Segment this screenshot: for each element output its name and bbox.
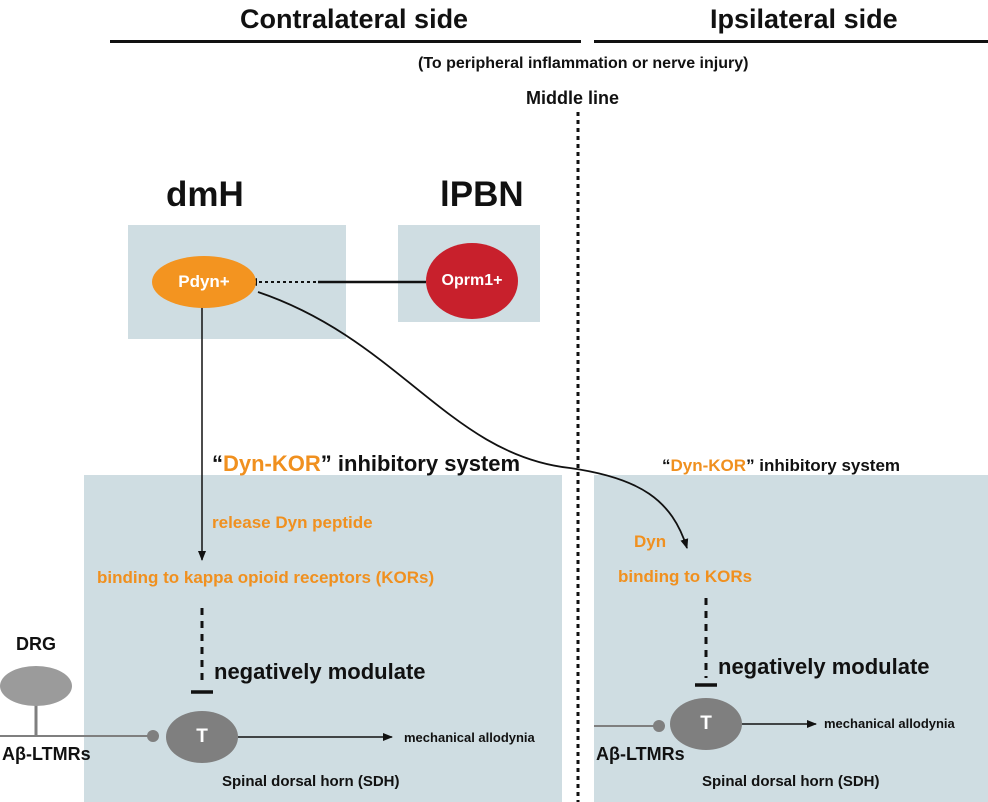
right-system-title: “Dyn-KOR” inhibitory system <box>662 456 901 475</box>
oprm1-neuron: Oprm1+ <box>426 243 518 319</box>
drg-ganglion <box>0 666 72 706</box>
right-modulate-text: negatively modulate <box>718 654 930 679</box>
right-fiber-label: Aβ-LTMRs <box>596 744 685 764</box>
ipbn-label: lPBN <box>440 175 524 214</box>
dmh-label: dmH <box>166 175 244 214</box>
left-system-title: “Dyn-KOR” inhibitory system <box>212 451 521 476</box>
right-synapse <box>653 720 665 732</box>
right-t-neuron: T <box>670 698 742 750</box>
left-release-text: release Dyn peptide <box>212 513 373 532</box>
subtitle: (To peripheral inflammation or nerve inj… <box>418 55 749 72</box>
pdyn-label: Pdyn+ <box>178 272 230 291</box>
drg-label: DRG <box>16 634 56 654</box>
right-sdh-label: Spinal dorsal horn (SDH) <box>702 773 880 790</box>
right-sdh-box <box>594 475 988 802</box>
left-allodynia-label: mechanical allodynia <box>404 730 535 745</box>
left-synapse <box>147 730 159 742</box>
left-sdh-label: Spinal dorsal horn (SDH) <box>222 773 400 790</box>
left-sdh-box <box>84 475 562 802</box>
right-allodynia-label: mechanical allodynia <box>824 716 955 731</box>
contralateral-heading: Contralateral side <box>240 4 469 34</box>
ipsilateral-heading: Ipsilateral side <box>710 4 898 34</box>
left-t-neuron: T <box>166 711 238 763</box>
oprm1-label: Oprm1+ <box>441 272 503 289</box>
ipsilateral-rule <box>594 40 988 43</box>
pdyn-neuron: Pdyn+ <box>152 256 256 308</box>
left-fiber-label: Aβ-LTMRs <box>2 744 91 764</box>
left-binding-text: binding to kappa opioid receptors (KORs) <box>97 568 435 587</box>
right-dyn-text: Dyn <box>634 532 667 551</box>
right-binding-text: binding to KORs <box>618 567 753 586</box>
left-modulate-text: negatively modulate <box>214 659 426 684</box>
right-t-label: T <box>700 713 712 734</box>
pdyn-curve-arrow <box>257 291 689 549</box>
contralateral-rule <box>110 40 581 43</box>
middle-line-label: Middle line <box>526 88 620 108</box>
left-t-label: T <box>196 726 208 747</box>
